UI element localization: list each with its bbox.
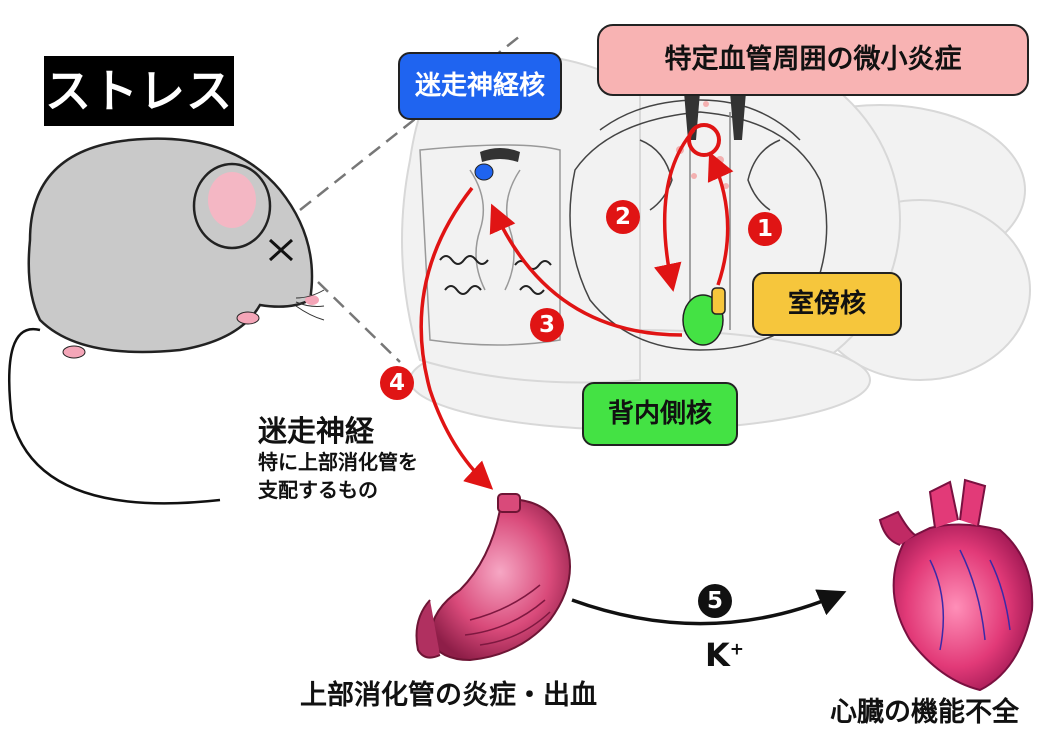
vagus-nerve-title: 迷走神経 [258, 408, 374, 450]
vagus-nerve-subtitle-line1: 特に上部消化管を [258, 446, 418, 475]
vagal-nucleus-label: 迷走神経核 [398, 52, 562, 120]
stress-label: ストレス [44, 56, 234, 126]
heart-icon [880, 480, 1032, 690]
zoom-line [318, 282, 400, 362]
step-4-badge: 4 [380, 366, 414, 400]
vagal-nucleus-marker [475, 164, 493, 180]
step-2-badge: 2 [606, 200, 640, 234]
gi-inflammation-caption: 上部消化管の炎症・出血 [300, 673, 597, 712]
dmh-label: 背内側核 [582, 382, 738, 446]
potassium-ion-label: K+ [705, 636, 744, 674]
perivascular-inflammation-label: 特定血管周囲の微小炎症 [597, 24, 1029, 96]
stomach-icon [417, 494, 571, 660]
step-1-badge: 1 [748, 212, 782, 246]
heart-dysfunction-caption: 心臓の機能不全 [830, 690, 1019, 729]
step-3-badge: 3 [530, 308, 564, 342]
pvn-nucleus [712, 288, 725, 314]
step-5-badge: 5 [698, 584, 732, 618]
vagus-nerve-subtitle-line2: 支配するもの [258, 474, 378, 503]
pvn-label: 室傍核 [752, 272, 902, 336]
